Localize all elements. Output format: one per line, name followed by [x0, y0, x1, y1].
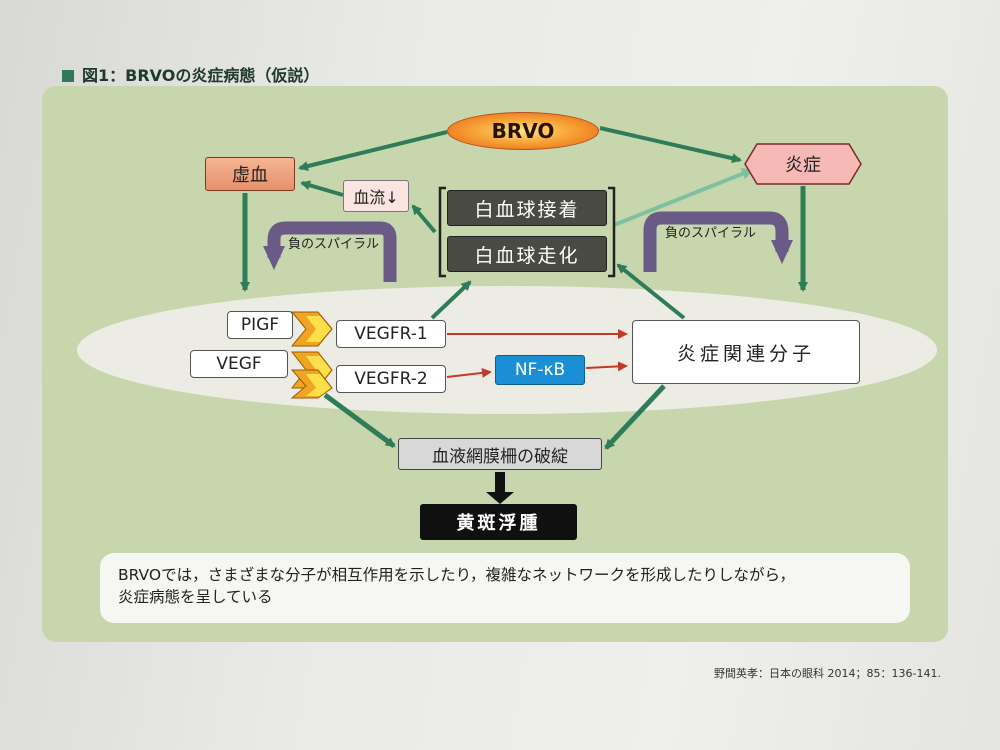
arrow-molecules-to-barrier — [604, 384, 666, 450]
title-square-icon — [62, 70, 74, 82]
node-pigf: PIGF — [227, 311, 293, 339]
enshou-hexagon-icon — [744, 143, 862, 185]
arrow-barrier-to-edema-head — [486, 492, 514, 504]
spiral-left-icon — [263, 221, 397, 282]
citation: 野間英孝：日本の眼科 2014；85：136-141. — [714, 667, 941, 680]
node-blood-retinal-barrier: 血液網膜柵の破綻 — [398, 438, 602, 470]
caption-line-2: 炎症病態を呈している — [118, 588, 273, 606]
arrow-vegfr2-to-nfkb — [446, 367, 492, 378]
node-leukocyte-adhesion: 白血球接着 — [447, 190, 607, 226]
node-vegfr1: VEGFR-1 — [336, 320, 446, 348]
left-bracket-icon — [438, 186, 446, 278]
node-vegfr2: VEGFR-2 — [336, 365, 446, 393]
arrow-vegf-to-barrier — [323, 392, 396, 449]
arrow-brvo-to-kyoketsu — [298, 130, 448, 171]
arrow-leukocyte-to-enshou — [613, 168, 754, 227]
node-vegf: VEGF — [190, 350, 288, 378]
node-nfkb: NF-κB — [495, 355, 585, 385]
arrow-leukocyte-to-ketsuryu — [411, 204, 437, 234]
arrow-brvo-to-enshou — [599, 126, 742, 164]
node-macular-edema: 黄斑浮腫 — [420, 504, 577, 540]
node-leukocyte-migration: 白血球走化 — [447, 236, 607, 272]
caption-line-1: BRVOでは，さまざまな分子が相互作用を示したり，複雑なネットワークを形成したり… — [118, 566, 796, 584]
caption-box: BRVOでは，さまざまな分子が相互作用を示したり，複雑なネットワークを形成したり… — [100, 553, 910, 623]
node-ketsuryu: 血流↓ — [343, 180, 409, 212]
spiral-right-label: 負のスパイラル — [665, 226, 757, 241]
arrow-nfkb-to-molecules — [585, 361, 628, 372]
arrow-vegfr-to-leukocyte — [430, 280, 472, 320]
figure-title-text: 図1：BRVOの炎症病態（仮説） — [82, 66, 320, 85]
node-inflammatory-molecules: 炎症関連分子 — [632, 320, 860, 384]
arrow-ketsuryu-to-kyoketsu — [300, 180, 344, 197]
arrow-molecules-to-leukocyte — [616, 263, 686, 320]
node-brvo: BRVO — [447, 112, 599, 150]
pigf-chevron-inner-icon — [306, 316, 331, 342]
vegf-chevron-lower-inner-icon — [306, 374, 331, 396]
figure-title: 図1：BRVOの炎症病態（仮説） — [62, 62, 319, 86]
node-kyoketsu: 虚血 — [205, 157, 295, 191]
spiral-left-label: 負のスパイラル — [288, 237, 380, 252]
node-enshou: 炎症 — [785, 155, 821, 176]
right-bracket-icon — [608, 186, 616, 278]
spiral-right-icon — [643, 211, 793, 272]
